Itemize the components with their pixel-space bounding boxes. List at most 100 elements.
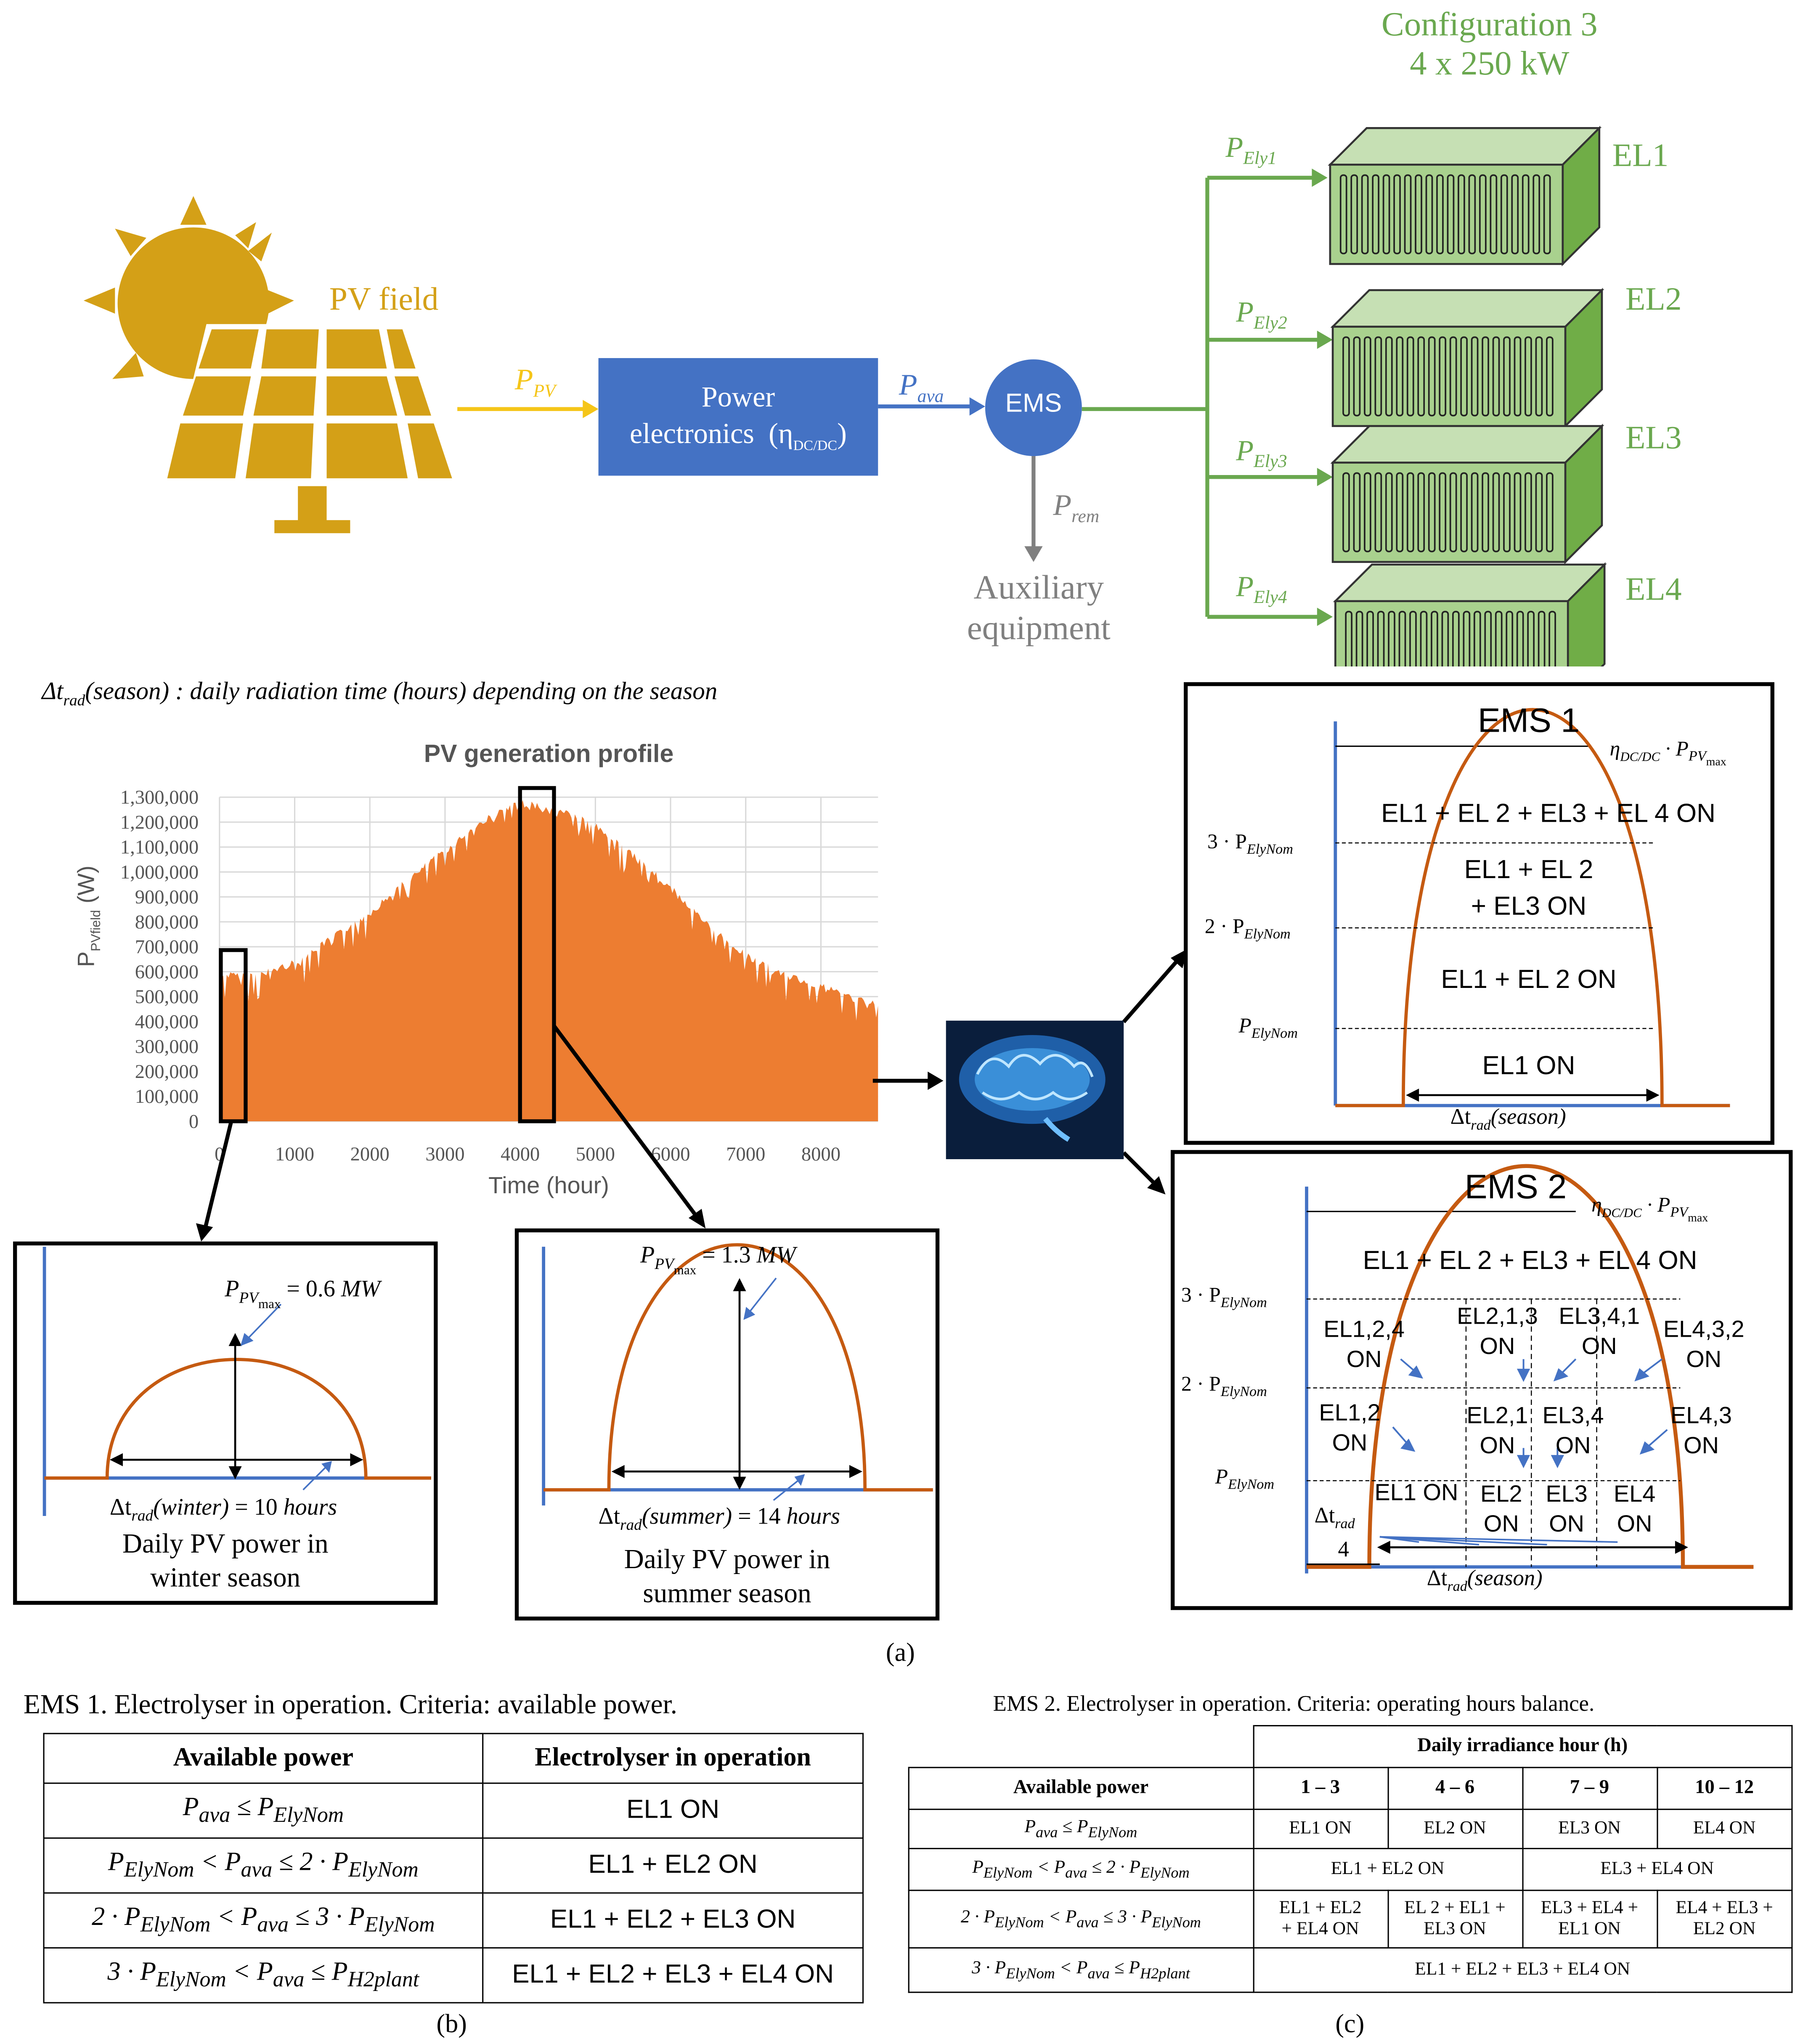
table-c-r3-c2: EL 2 + EL1 +EL3 ON (1387, 1890, 1523, 1949)
r3-c4-a: EL4 + EL3 + (1676, 1898, 1773, 1918)
chart-x-tick: 1000 (275, 1143, 314, 1165)
chart-y-tick: 600,000 (135, 961, 199, 983)
configuration-title: Configuration 3 4 x 250 kW (1333, 5, 1646, 83)
summer-caption-line2: summer season (643, 1577, 811, 1609)
chart-y-tick: 200,000 (135, 1061, 199, 1083)
table-c: Daily irradiance hour (h) Available powe… (908, 1725, 1793, 1993)
p-ely1-label: PEly1 (1225, 130, 1277, 169)
ems2-level1-label: PElyNom (1215, 1466, 1275, 1493)
z2-c3-b: ON (1555, 1432, 1591, 1459)
summer-profile-panel (514, 1228, 940, 1621)
chart-x-tick: 2000 (350, 1143, 390, 1165)
table-b-cond-cell: 3 · PElyNom < Pava ≤ PH2plant (43, 1947, 484, 2004)
table-c-r4-all: EL1 + EL2 + EL3 + EL4 ON (1252, 1947, 1793, 1993)
r3-c2-b: EL3 ON (1424, 1919, 1486, 1939)
z3-c1-b: ON (1346, 1346, 1382, 1372)
table-b: Available power Electrolyser in operatio… (43, 1733, 864, 2004)
pe-line2: electronics (ηDC/DC) (629, 417, 847, 454)
el4-label: EL4 (1625, 572, 1682, 608)
electrolyser-3-icon (1330, 423, 1604, 565)
config-sub-text: 4 x 250 kW (1410, 44, 1570, 82)
ems1-zone3: EL1 + EL 2 + EL3 ON (1424, 852, 1633, 925)
ems1-level2-label: 2 · PElyNom (1204, 916, 1291, 943)
p-ely4-label: PEly4 (1236, 570, 1287, 608)
system-schematic (83, 125, 1607, 667)
table-c-r4-cond: 3 · PElyNom < Pava ≤ PH2plant (908, 1947, 1254, 1993)
chart-y-tick: 300,000 (135, 1036, 199, 1058)
z2-c3-a: EL3,4 (1542, 1402, 1604, 1428)
ems1-title: EMS 1 (1477, 700, 1580, 740)
ems1-zone1: EL1 ON (1482, 1052, 1575, 1081)
table-c-r3-c3: EL3 + EL4 +EL1 ON (1521, 1890, 1657, 1949)
el3-label: EL3 (1625, 421, 1682, 456)
table-c-r1-cond: Pava ≤ PElyNom (908, 1808, 1254, 1849)
table-c-header-h3: 7 – 9 (1521, 1767, 1657, 1810)
aux-line2: equipment (967, 609, 1111, 647)
ems2-dt4-denominator: 4 (1338, 1537, 1349, 1562)
table-b-caption: EMS 1. Electrolyser in operation. Criter… (23, 1688, 678, 1720)
panel-label-a: (a) (886, 1638, 915, 1668)
table-c-r3-c4: EL4 + EL3 +EL2 ON (1656, 1890, 1793, 1949)
winter-caption-line1: Daily PV power in (122, 1527, 329, 1559)
z3-c1-a: EL1,2,4 (1323, 1316, 1405, 1342)
table-b-cond-cell: PElyNom < Pava ≤ 2 · PElyNom (43, 1837, 484, 1894)
z3-c4-b: ON (1686, 1346, 1722, 1372)
ems1-zone4: EL1 + EL 2 + EL3 + EL 4 ON (1381, 799, 1716, 829)
table-b-result-cell: EL1 ON (482, 1782, 864, 1839)
table-c-corner (909, 1725, 1254, 1768)
table-c-r1-c2: EL2 ON (1387, 1808, 1523, 1849)
chart-y-tick: 1,000,000 (120, 861, 199, 883)
table-b-result-cell: EL1 + EL2 + EL3 + EL4 ON (482, 1947, 864, 2004)
r3-c1-a: EL1 + EL2 (1279, 1898, 1362, 1918)
chart-y-tick: 700,000 (135, 936, 199, 958)
chart-y-tick: 500,000 (135, 986, 199, 1008)
chart-x-tick: 8000 (801, 1143, 841, 1165)
table-c-r3-cond: 2 · PElyNom < Pava ≤ 3 · PElyNom (908, 1890, 1254, 1949)
chart-title: PV generation profile (424, 741, 674, 769)
table-c-r1-c1: EL1 ON (1252, 1808, 1389, 1849)
chart-y-tick: 400,000 (135, 1011, 199, 1033)
electrolyser-4-icon (1333, 562, 1607, 667)
r3-c4-b: EL2 ON (1693, 1919, 1756, 1939)
ems1-zone3-line1: EL1 + EL 2 (1464, 856, 1594, 885)
ems-node (985, 359, 1082, 456)
brain-icon (946, 1020, 1124, 1160)
z3-c2-b: ON (1480, 1333, 1515, 1359)
z1-c3-b: ON (1549, 1510, 1585, 1537)
z2-c2-b: ON (1480, 1432, 1515, 1459)
pe-line1: Power (701, 380, 775, 413)
power-electronics-label: Power electronics (ηDC/DC) (599, 379, 878, 465)
ems1-panel (1184, 682, 1774, 1145)
chart-y-tick: 1,100,000 (120, 836, 199, 858)
solar-panel-icon (167, 324, 455, 534)
summer-pmax-label: PPVmax = 1.3 MW (640, 1241, 796, 1278)
table-b-cond-cell: 2 · PElyNom < Pava ≤ 3 · PElyNom (43, 1892, 484, 1949)
ems2-z1-cell1: EL1 ON (1374, 1479, 1458, 1506)
aux-line1: Auxiliary (973, 568, 1104, 607)
z2-c1-b: ON (1332, 1429, 1368, 1456)
r3-c2-a: EL 2 + EL1 + (1404, 1898, 1506, 1918)
table-b-header-electrolyser: Electrolyser in operation (482, 1733, 864, 1784)
summer-dt-label: Δtrad(summer) = 14 hours (598, 1502, 840, 1534)
chart-y-tick: 900,000 (135, 886, 199, 908)
ems-label: EMS (1005, 389, 1062, 418)
table-c-header-h4: 10 – 12 (1656, 1767, 1793, 1810)
table-c-group-header: Daily irradiance hour (h) (1252, 1725, 1793, 1768)
ems2-dt4-label: Δtrad (1314, 1502, 1355, 1532)
z2-c2-a: EL2,1 (1466, 1402, 1528, 1428)
winter-profile-panel (13, 1241, 438, 1605)
z1-c4-a: EL4 (1613, 1481, 1656, 1507)
ems1-curve-plot (1334, 708, 1730, 1107)
z2-c4-a: EL4,3 (1670, 1402, 1732, 1428)
chart-x-tick: 4000 (501, 1143, 540, 1165)
r3-c3-b: EL1 ON (1558, 1919, 1621, 1939)
delta-t-note: Δtrad(season) : daily radiation time (ho… (42, 678, 718, 709)
ems1-zone2: EL1 + EL 2 ON (1441, 966, 1617, 995)
